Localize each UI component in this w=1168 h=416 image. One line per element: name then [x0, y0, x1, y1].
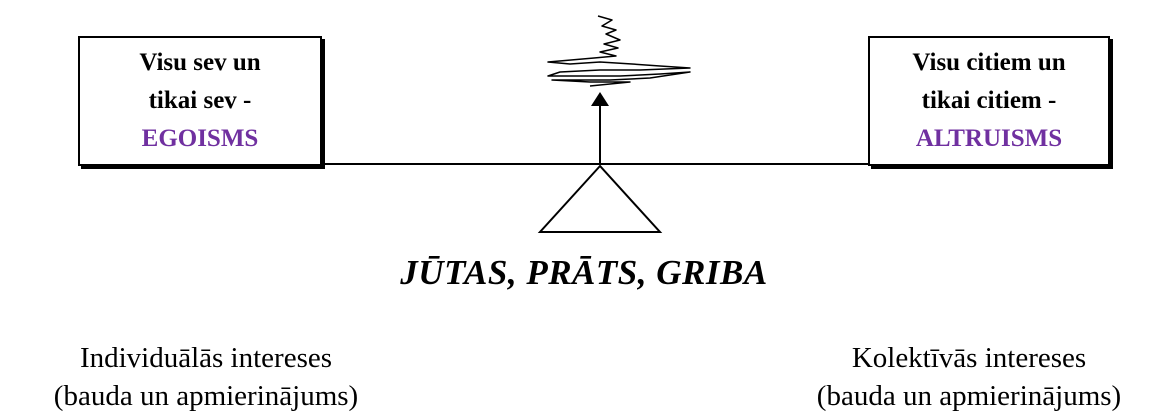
individual-interests-note: Individuālās intereses (bauda un apmieri… [0, 339, 412, 415]
fulcrum-triangle [537, 164, 663, 233]
pointer-arrowhead [591, 92, 609, 106]
altruism-line-1: Visu citiem un [912, 49, 1066, 76]
altruism-box: Visu citiem un tikai citiem - ALTRUISMS [868, 36, 1110, 166]
egoism-line-2: tikai sev - [148, 87, 252, 114]
egoism-box: Visu sev un tikai sev - EGOISMS [78, 36, 322, 166]
egoism-term: EGOISMS [141, 125, 259, 152]
collective-interests-title: Kolektīvās intereses [851, 342, 1087, 374]
fulcrum-caption: JŪTAS, PRĀTS, GRIBA [400, 253, 768, 292]
collective-interests-detail: (bauda un apmierinājums) [816, 380, 1122, 412]
individual-interests-detail: (bauda un apmierinājums) [53, 380, 359, 412]
collective-interests-note: Kolektīvās intereses (bauda un apmierinā… [770, 339, 1168, 415]
egoism-line-1: Visu sev un [139, 49, 261, 76]
individual-interests-title: Individuālās intereses [79, 342, 333, 374]
altruism-term: ALTRUISMS [915, 125, 1063, 152]
altruism-line-2: tikai citiem - [921, 87, 1057, 114]
scribble-icon [547, 15, 691, 87]
